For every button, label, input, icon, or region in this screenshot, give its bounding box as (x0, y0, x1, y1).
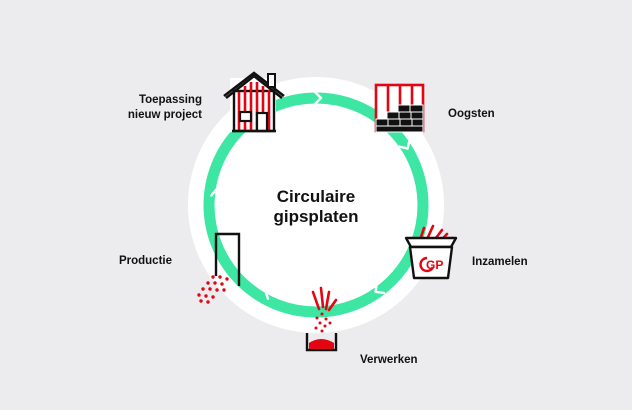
production-silo-icon (197, 232, 241, 304)
stage-label-verwerken: Verwerken (360, 353, 418, 368)
cycle-arrows (210, 90, 411, 300)
diagram-title: Circulaire gipsplaten (226, 187, 406, 227)
cycle-arrow-right (398, 139, 411, 150)
stage-label-productie: Productie (119, 254, 172, 269)
stage-label-inzamelen-line1: Inzamelen (472, 256, 528, 268)
container-badge: GP (426, 258, 443, 272)
stage-label-toepassing-line2: nieuw project (127, 109, 202, 121)
house-icon (223, 71, 285, 133)
cycle-ring (203, 92, 429, 318)
stage-label-oogsten: Oogsten (448, 107, 495, 122)
container-icon: GP (404, 224, 458, 280)
cycle-arrow-bottom-right (374, 282, 386, 295)
stage-label-oogsten-line1: Oogsten (448, 108, 495, 120)
diagram-title-line1: Circulaire (276, 187, 356, 206)
stage-label-toepassing: Toepassing nieuw project (128, 93, 202, 123)
cycle-arrow-top (313, 90, 323, 106)
stage-label-verwerken-line1: Verwerken (360, 354, 418, 366)
stage-label-toepassing-line1: Toepassing (138, 94, 202, 106)
diagram-title-line2: gipsplaten (273, 207, 359, 226)
stage-label-inzamelen: Inzamelen (472, 255, 528, 270)
crusher-icon (305, 286, 338, 352)
ring-background (188, 77, 444, 333)
stage-label-productie-line1: Productie (118, 255, 172, 267)
cycle-arrow-left (210, 187, 225, 197)
cycle-arrow-bottom-left (264, 286, 275, 300)
wall-panels-icon (374, 83, 425, 133)
